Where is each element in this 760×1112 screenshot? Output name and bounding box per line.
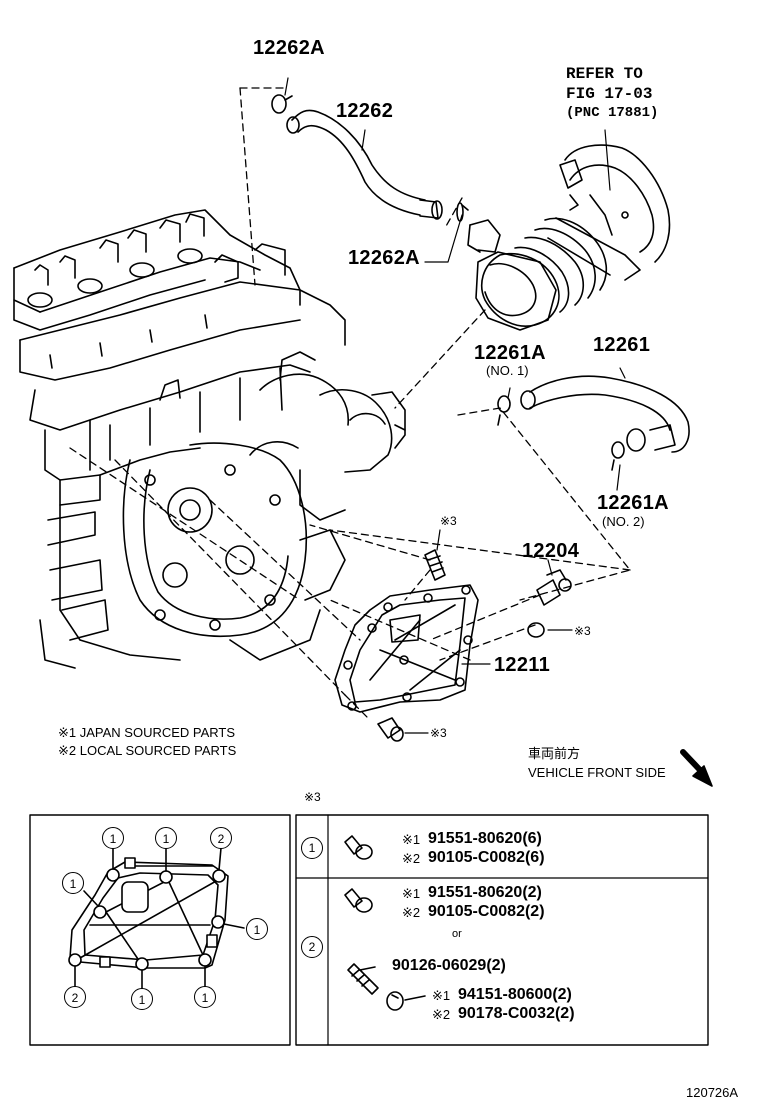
note-japan-sourced: ※1 JAPAN SOURCED PARTS xyxy=(58,725,236,740)
row2-c-part: 94151-80600(2) xyxy=(458,986,572,1003)
refer-line-1: REFER TO xyxy=(566,65,643,83)
row2-a-part: 91551-80620(2) xyxy=(428,884,542,901)
row2-c-mark: ※1 xyxy=(432,988,451,1003)
callout-12261a-no1: 12261A xyxy=(474,342,546,364)
detail-circle-top-3: 2 xyxy=(210,827,232,849)
table-row2-key: 2 xyxy=(301,936,323,958)
figure-id: 120726A xyxy=(686,1085,739,1100)
row2-b-mark: ※2 xyxy=(402,905,421,920)
row2-b-part: 90105-C0082(2) xyxy=(428,903,545,920)
detail-box-art xyxy=(29,814,709,1046)
detail-circle-left: 1 xyxy=(62,872,84,894)
note-local-sourced: ※2 LOCAL SOURCED PARTS xyxy=(58,743,237,758)
callout-12262a-lower: 12262A xyxy=(348,247,420,269)
detail-circle-top-2: 1 xyxy=(155,827,177,849)
fasteners-art xyxy=(377,549,572,742)
detail-circle-bottom-3: 1 xyxy=(194,986,216,1008)
front-label-en: VEHICLE FRONT SIDE xyxy=(528,765,666,780)
refer-line-3: (PNC 17881) xyxy=(566,105,659,121)
row1-b-part: 90105-C0082(6) xyxy=(428,849,545,866)
row2-or: or xyxy=(452,928,462,940)
row1-a-part: 91551-80620(6) xyxy=(428,830,542,847)
callout-12211: 12211 xyxy=(494,654,551,676)
air-intake-duct-art xyxy=(467,144,671,331)
callout-12261: 12261 xyxy=(593,334,651,356)
detail-circle-right: 1 xyxy=(246,918,268,940)
callout-leaders xyxy=(284,77,626,734)
front-label-jp: 車両前方 xyxy=(528,746,581,761)
detail-circle-bottom-1: 2 xyxy=(64,986,86,1008)
row1-b-mark: ※2 xyxy=(402,851,421,866)
callout-12204: 12204 xyxy=(522,540,580,562)
engine-illustration xyxy=(13,209,406,669)
row2-stud-part: 90126-06029(2) xyxy=(392,957,506,974)
callout-12262a-top: 12262A xyxy=(253,37,325,59)
row1-a-mark: ※1 xyxy=(402,832,421,847)
refer-line-2: FIG 17-03 xyxy=(566,85,653,103)
row2-d-part: 90178-C0032(2) xyxy=(458,1005,575,1022)
callout-12261a-no2-sub: (NO. 2) xyxy=(602,514,645,529)
dashed-leaders xyxy=(69,87,631,721)
row2-a-mark: ※1 xyxy=(402,886,421,901)
table-row1-key: 1 xyxy=(301,837,323,859)
bolt-ref-mark: ※3 xyxy=(430,726,447,740)
row2-d-mark: ※2 xyxy=(432,1007,451,1022)
detail-circle-top-1: 1 xyxy=(102,827,124,849)
cover-12211-art xyxy=(334,584,479,713)
callout-12261a-no2: 12261A xyxy=(597,492,669,514)
nut-ref-mark: ※3 xyxy=(574,624,591,638)
callout-12261a-no1-sub: (NO. 1) xyxy=(486,363,529,378)
front-arrow-shaft xyxy=(680,749,703,773)
stud-ref-mark: ※3 xyxy=(440,514,457,528)
front-arrow-head xyxy=(692,765,713,787)
hose-12262-art xyxy=(271,94,469,222)
table-ref-mark: ※3 xyxy=(304,790,321,804)
detail-circle-bottom-2: 1 xyxy=(131,988,153,1010)
hose-12261-art xyxy=(497,375,690,471)
callout-12262: 12262 xyxy=(336,100,394,122)
